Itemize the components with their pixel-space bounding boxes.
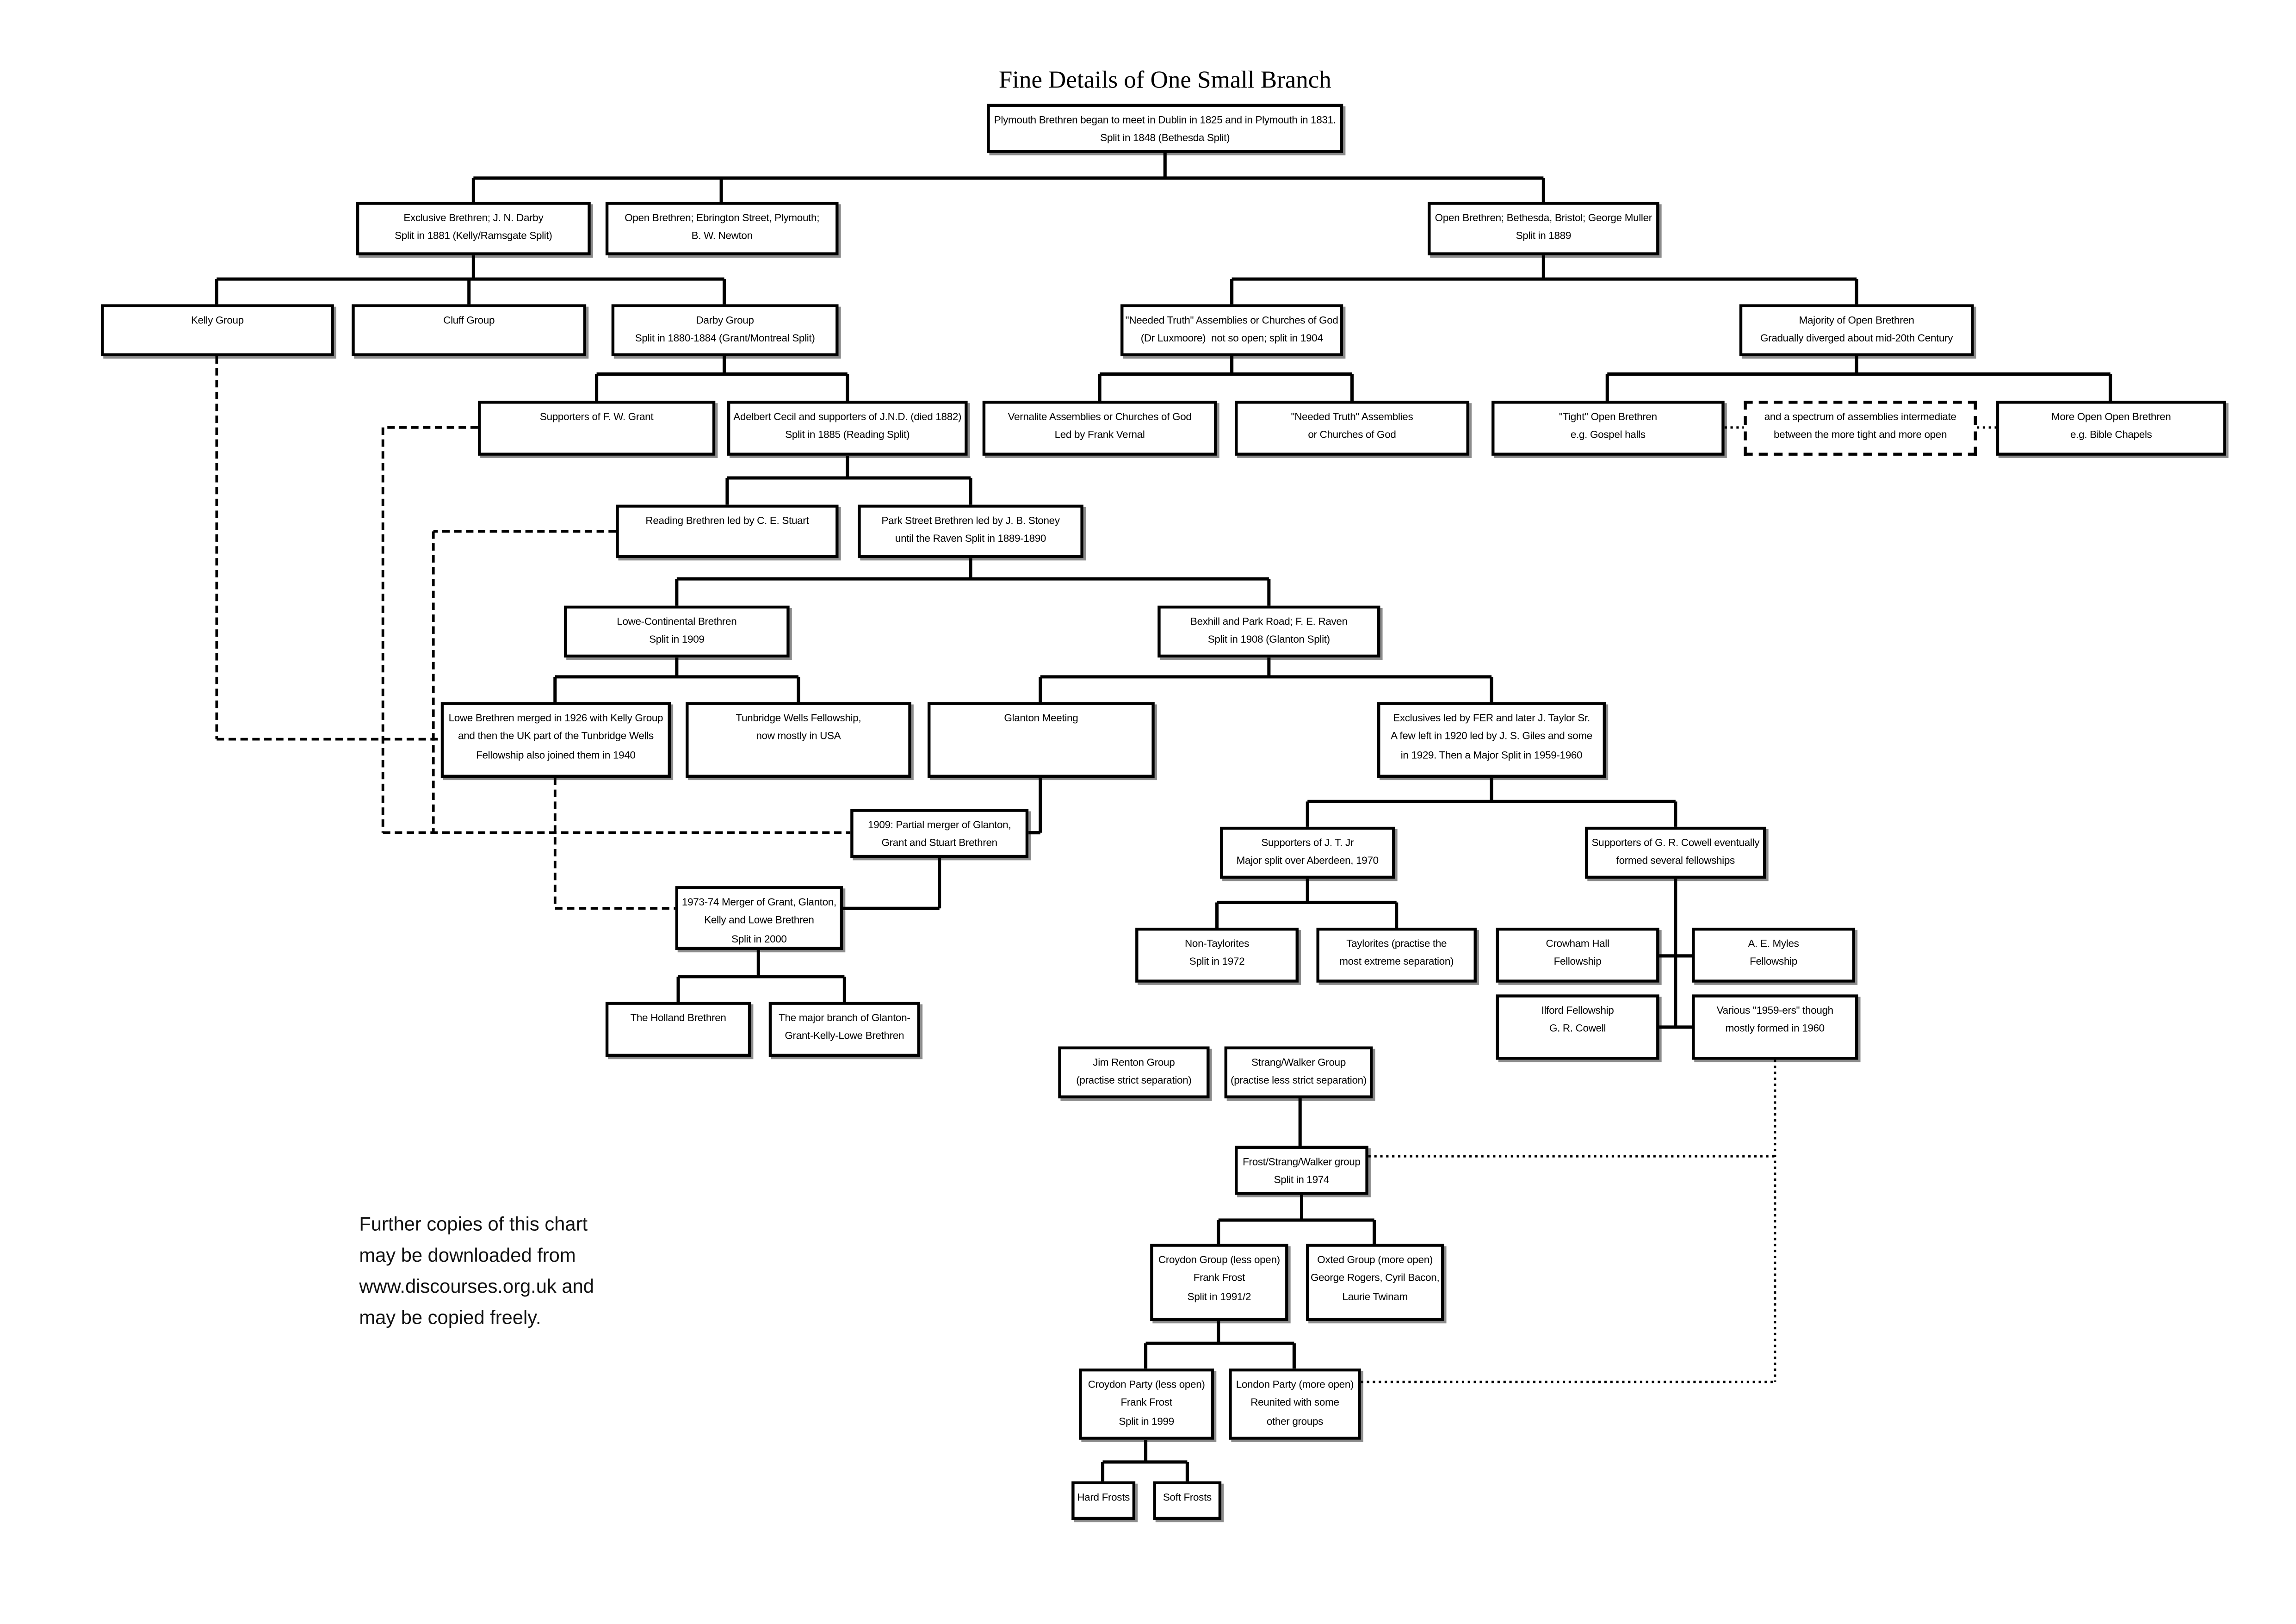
- copies-note: Further copies of this chart may be down…: [359, 1212, 594, 1329]
- node-lowe-merged: Lowe Brethren merged in 1926 with Kelly …: [440, 702, 671, 778]
- node-ebrington-newton: Open Brethren; Ebrington Street, Plymout…: [605, 202, 839, 255]
- node-merger-1973-74: 1973-74 Merger of Grant, Glanton, Kelly …: [675, 886, 843, 950]
- node-ae-myles: A. E. Myles Fellowship: [1692, 928, 1855, 983]
- node-holland-brethren: The Holland Brethren: [605, 1002, 751, 1057]
- dashed-connectors: [215, 356, 851, 910]
- node-park-street-stoney: Park Street Brethren led by J. B. Stoney…: [858, 504, 1083, 558]
- node-bexhill-raven: Bexhill and Park Road; F. E. Raven Split…: [1157, 605, 1380, 658]
- node-soft-frosts: Soft Frosts: [1153, 1481, 1222, 1520]
- page-title: Fine Details of One Small Branch: [998, 65, 1331, 94]
- node-root: Plymouth Brethren began to meet in Dubli…: [987, 104, 1343, 153]
- node-tight-open: "Tight" Open Brethren e.g. Gospel halls: [1491, 401, 1725, 456]
- node-needed-truth-assemblies: "Needed Truth" Assemblies or Churches of…: [1235, 401, 1469, 456]
- node-strang-walker: Strang/Walker Group (practise less stric…: [1224, 1046, 1373, 1098]
- node-oxted-group: Oxted Group (more open) George Rogers, C…: [1306, 1244, 1444, 1321]
- node-non-taylorites: Non-Taylorites Split in 1972: [1135, 928, 1299, 983]
- node-majority-open: Majority of Open Brethren Gradually dive…: [1739, 304, 1974, 356]
- node-london-party: London Party (more open) Reunited with s…: [1229, 1368, 1361, 1440]
- solid-connectors: [215, 153, 2112, 1484]
- node-bethesda-muller: Open Brethren; Bethesda, Bristol; George…: [1428, 202, 1659, 255]
- node-crowham-hall: Crowham Hall Fellowship: [1496, 928, 1659, 983]
- node-needed-truth-luxmoore: "Needed Truth" Assemblies or Churches of…: [1120, 304, 1343, 356]
- dotted-connectors: [1361, 426, 1996, 1383]
- node-vernalite: Vernalite Assemblies or Churches of God …: [982, 401, 1217, 456]
- node-taylorites: Taylorites (practise the most extreme se…: [1316, 928, 1477, 983]
- node-kelly-group: Kelly Group: [101, 304, 334, 356]
- node-merger-1909: 1909: Partial merger of Glanton, Grant a…: [850, 809, 1029, 858]
- node-ilford-fellowship: Ilford Fellowship G. R. Cowell: [1496, 994, 1659, 1060]
- node-major-branch: The major branch of Glanton- Grant-Kelly…: [768, 1002, 920, 1057]
- node-various-1959ers: Various "1959-ers" though mostly formed …: [1692, 994, 1858, 1060]
- node-exclusive-darby: Exclusive Brethren; J. N. Darby Split in…: [356, 202, 591, 255]
- node-adelbert-cecil: Adelbert Cecil and supporters of J.N.D. …: [727, 401, 968, 456]
- node-croydon-party: Croydon Party (less open) Frank Frost Sp…: [1079, 1368, 1214, 1440]
- node-frost-strang-walker: Frost/Strang/Walker group Split in 1974: [1235, 1146, 1368, 1195]
- node-reading-stuart: Reading Brethren led by C. E. Stuart: [616, 504, 839, 558]
- node-exclusives-fer: Exclusives led by FER and later J. Taylo…: [1377, 702, 1606, 778]
- node-cowell-supporters: Supporters of G. R. Cowell eventually fo…: [1585, 826, 1766, 879]
- node-jt-jr-supporters: Supporters of J. T. Jr Major split over …: [1219, 826, 1395, 879]
- node-grant-supporters: Supporters of F. W. Grant: [477, 401, 716, 456]
- node-more-open: More Open Open Brethren e.g. Bible Chape…: [1996, 401, 2226, 456]
- node-croydon-group: Croydon Group (less open) Frank Frost Sp…: [1150, 1244, 1288, 1321]
- node-darby-group: Darby Group Split in 1880-1884 (Grant/Mo…: [611, 304, 839, 356]
- node-spectrum: and a spectrum of assemblies intermediat…: [1744, 401, 1977, 456]
- node-glanton-meeting: Glanton Meeting: [928, 702, 1155, 778]
- node-cluff-group: Cluff Group: [352, 304, 587, 356]
- node-tunbridge-wells: Tunbridge Wells Fellowship, now mostly i…: [686, 702, 911, 778]
- node-lowe-continental: Lowe-Continental Brethren Split in 1909: [564, 605, 790, 658]
- node-jim-renton: Jim Renton Group (practise strict separa…: [1058, 1046, 1210, 1098]
- node-hard-frosts: Hard Frosts: [1071, 1481, 1136, 1520]
